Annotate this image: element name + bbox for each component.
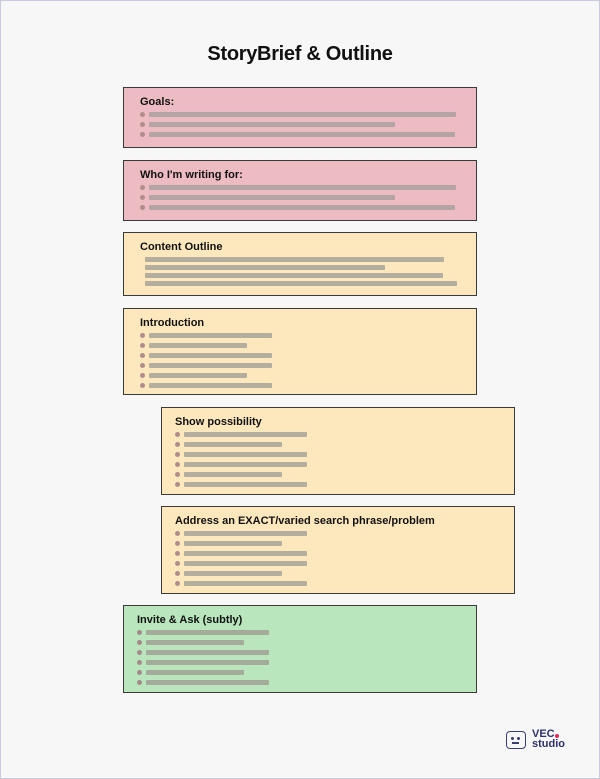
placeholder-line [149, 195, 395, 200]
bullet [140, 333, 145, 338]
placeholder-line [184, 581, 307, 586]
bullet [175, 472, 180, 477]
placeholder-line [184, 571, 282, 576]
bullet [137, 660, 142, 665]
bullet [140, 373, 145, 378]
placeholder-line [184, 541, 282, 546]
bullet [137, 680, 142, 685]
logo-line1: VEC [532, 728, 555, 740]
bullet [175, 452, 180, 457]
placeholder-line [149, 363, 272, 368]
placeholder-line [149, 333, 272, 338]
placeholder-line [184, 531, 307, 536]
placeholder-line [146, 660, 269, 665]
bullet [140, 195, 145, 200]
logo-line2: studio [532, 738, 565, 750]
invite-ask-title: Invite & Ask (subtly) [137, 614, 243, 626]
placeholder-line [145, 281, 457, 286]
placeholder-line [149, 132, 455, 137]
bullet [137, 640, 142, 645]
bullet [140, 122, 145, 127]
search-phrase-title: Address an EXACT/varied search phrase/pr… [175, 515, 435, 527]
bullet [140, 363, 145, 368]
show-possibility-section: Show possibility [161, 407, 515, 495]
placeholder-line [149, 122, 395, 127]
bullet [140, 343, 145, 348]
bullet [175, 561, 180, 566]
placeholder-line [145, 265, 385, 270]
bullet [175, 551, 180, 556]
placeholder-line [184, 472, 282, 477]
placeholder-line [145, 257, 444, 262]
placeholder-line [146, 680, 269, 685]
outline-title: Content Outline [140, 241, 223, 253]
bullet [175, 581, 180, 586]
bullet [175, 432, 180, 437]
placeholder-line [149, 205, 455, 210]
placeholder-line [149, 185, 456, 190]
placeholder-line [184, 432, 307, 437]
page-title: StoryBrief & Outline [207, 43, 393, 65]
placeholder-line [149, 343, 247, 348]
bullet [140, 132, 145, 137]
placeholder-line [146, 650, 269, 655]
bullet [140, 383, 145, 388]
bullet [140, 112, 145, 117]
bullet [175, 462, 180, 467]
placeholder-line [184, 551, 307, 556]
placeholder-line [145, 273, 443, 278]
bullet [175, 571, 180, 576]
robot-face-icon [506, 731, 526, 749]
audience-section: Who I'm writing for: [123, 160, 477, 221]
placeholder-line [184, 561, 307, 566]
placeholder-line [146, 630, 269, 635]
bullet [175, 482, 180, 487]
placeholder-line [149, 353, 272, 358]
bullet [140, 185, 145, 190]
show-possibility-title: Show possibility [175, 416, 262, 428]
placeholder-line [184, 442, 282, 447]
bullet [137, 670, 142, 675]
placeholder-line [184, 482, 307, 487]
introduction-section: Introduction [123, 308, 477, 395]
placeholder-line [149, 112, 456, 117]
logo-text: VEC studio [532, 728, 565, 750]
placeholder-line [146, 640, 244, 645]
introduction-title: Introduction [140, 317, 205, 329]
bullet [175, 541, 180, 546]
goals-section: Goals: [123, 87, 477, 148]
logo-accent-dot [555, 734, 559, 738]
search-phrase-section: Address an EXACT/varied search phrase/pr… [161, 506, 515, 594]
audience-title: Who I'm writing for: [140, 169, 243, 181]
invite-ask-section: Invite & Ask (subtly) [123, 605, 477, 693]
bullet [137, 630, 142, 635]
placeholder-line [146, 670, 244, 675]
placeholder-line [184, 462, 307, 467]
placeholder-line [184, 452, 307, 457]
bullet [175, 442, 180, 447]
goals-title: Goals: [140, 96, 175, 108]
bullet [137, 650, 142, 655]
bullet [140, 353, 145, 358]
bullet [140, 205, 145, 210]
outline-section: Content Outline [123, 232, 477, 296]
placeholder-line [149, 383, 272, 388]
bullet [175, 531, 180, 536]
vec-studio-logo: VEC studio [506, 729, 570, 753]
placeholder-line [149, 373, 247, 378]
